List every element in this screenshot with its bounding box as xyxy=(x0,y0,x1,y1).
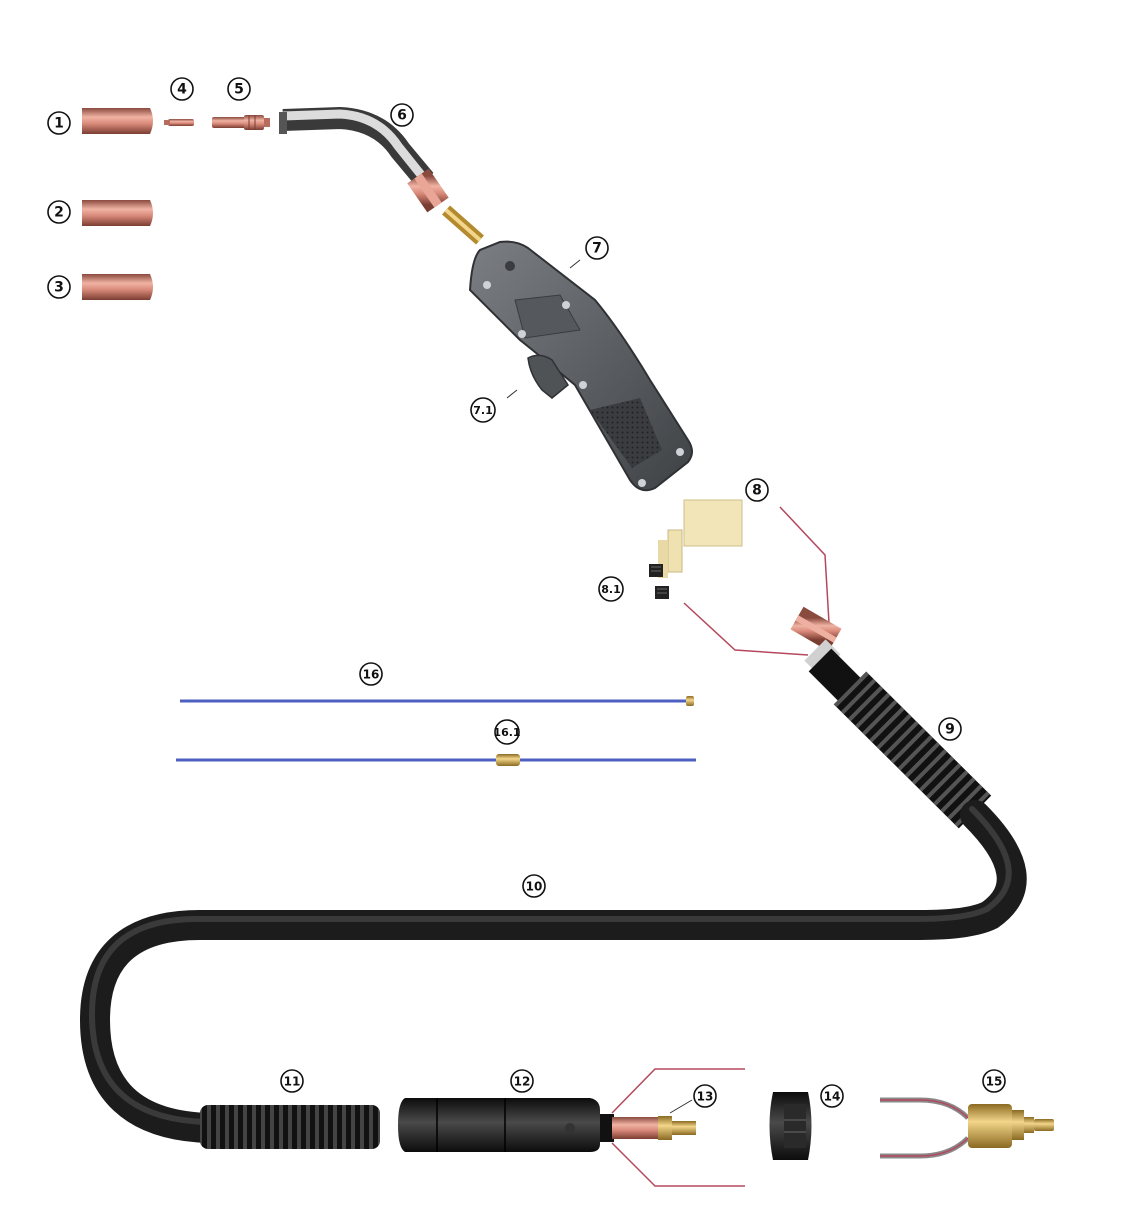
callout-circle xyxy=(390,103,414,127)
contact-tip xyxy=(164,119,194,126)
callout-c13: 13 xyxy=(693,1084,717,1108)
callout-label: 16.1 xyxy=(493,726,520,739)
callout-circle xyxy=(693,1084,717,1108)
euro-adapter xyxy=(880,1097,1054,1159)
callout-circle xyxy=(522,874,546,898)
callout-circle xyxy=(494,719,520,745)
cable-connector-9 xyxy=(790,606,862,702)
callout-leaders xyxy=(506,259,693,1114)
callout-circle xyxy=(227,77,251,101)
callout-c7: 7 xyxy=(585,236,609,260)
callout-label: 4 xyxy=(177,82,187,98)
callout-c5: 5 xyxy=(227,77,251,101)
callout-circle xyxy=(280,1069,304,1093)
callout-label: 7.1 xyxy=(473,404,493,417)
torch-handle xyxy=(468,240,693,492)
callout-circle xyxy=(938,717,962,741)
connector-nut xyxy=(769,1092,812,1160)
callout-circle xyxy=(598,576,624,602)
callout-c16: 16 xyxy=(359,662,383,686)
tip-holder xyxy=(212,115,270,130)
callout-c6: 6 xyxy=(390,103,414,127)
callout-circle xyxy=(585,236,609,260)
nozzle-1 xyxy=(82,108,153,134)
callout-label: 7 xyxy=(592,241,602,257)
main-cable xyxy=(79,800,1027,1143)
callout-label: 9 xyxy=(945,722,955,738)
callout-circle xyxy=(510,1069,534,1093)
callout-label: 3 xyxy=(54,280,64,296)
callout-label: 2 xyxy=(54,205,64,221)
callout-c10: 10 xyxy=(522,874,546,898)
callout-c1: 1 xyxy=(47,111,71,135)
callout-circle xyxy=(47,275,71,299)
callout-circle xyxy=(820,1084,844,1108)
strain-relief-9 xyxy=(833,671,992,829)
callout-c16-1: 16.1 xyxy=(493,719,521,745)
callout-circle xyxy=(170,77,194,101)
callout-label: 8.1 xyxy=(601,583,621,596)
callout-circle xyxy=(47,111,71,135)
callout-c2: 2 xyxy=(47,200,71,224)
callout-label: 15 xyxy=(986,1075,1003,1089)
nozzle-3 xyxy=(82,274,153,300)
callout-c9: 9 xyxy=(938,717,962,741)
nozzle-2 xyxy=(82,200,153,226)
callout-label: 13 xyxy=(697,1090,714,1104)
central-plug xyxy=(611,1068,745,1187)
liner-16 xyxy=(180,696,694,706)
liner-16-1 xyxy=(176,754,696,766)
insulator-block xyxy=(658,499,743,578)
rear-connector-body xyxy=(398,1098,614,1152)
callout-label: 6 xyxy=(397,108,407,124)
callout-c15: 15 xyxy=(982,1069,1006,1093)
callout-c14: 14 xyxy=(820,1084,844,1108)
leader-lines-8 xyxy=(683,506,831,656)
callout-circle xyxy=(359,662,383,686)
callout-label: 8 xyxy=(752,483,762,499)
callout-label: 5 xyxy=(234,82,244,98)
callout-c12: 12 xyxy=(510,1069,534,1093)
set-screws xyxy=(649,564,669,599)
callout-c7-1: 7.1 xyxy=(470,397,496,423)
callout-label: 14 xyxy=(824,1090,841,1104)
callout-c8-1: 8.1 xyxy=(598,576,624,602)
callout-circle xyxy=(470,397,496,423)
callout-circle xyxy=(982,1069,1006,1093)
callout-label: 1 xyxy=(54,116,64,132)
callout-circle xyxy=(745,478,769,502)
swan-neck xyxy=(279,106,484,245)
callout-circle xyxy=(47,200,71,224)
trigger xyxy=(527,354,569,399)
callout-c3: 3 xyxy=(47,275,71,299)
callout-c11: 11 xyxy=(280,1069,304,1093)
callout-label: 16 xyxy=(363,668,380,682)
rear-strain-relief xyxy=(200,1105,380,1149)
callout-c8: 8 xyxy=(745,478,769,502)
callout-label: 12 xyxy=(514,1075,531,1089)
callout-label: 10 xyxy=(526,880,543,894)
callout-label: 11 xyxy=(284,1075,301,1089)
callout-c4: 4 xyxy=(170,77,194,101)
